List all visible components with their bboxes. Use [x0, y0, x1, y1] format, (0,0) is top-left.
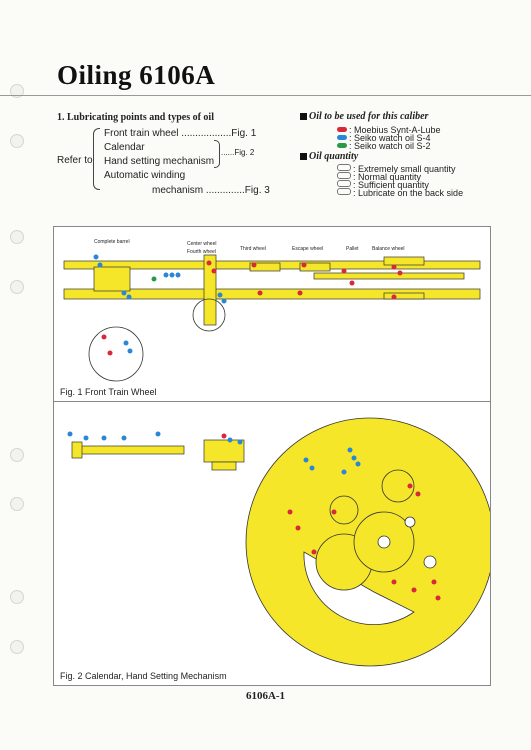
- drop-back-icon: [337, 188, 351, 195]
- qty-extremely-small: : Extremely small quantity: [337, 164, 456, 174]
- label-center-wheel: Center wheel: [187, 241, 216, 247]
- refer-to-label: Refer to: [57, 155, 93, 166]
- label-third-wheel: Third wheel: [240, 246, 266, 252]
- left-brace: [93, 128, 100, 190]
- ref-fig2: ......Fig. 2: [221, 148, 255, 157]
- oil-markers-fig1: [93, 254, 403, 356]
- front-train-diagram: Complete barrel Center wheel Fourth whee…: [63, 239, 481, 382]
- calendar-diagram: [67, 417, 490, 667]
- qty-sufficient: : Sufficient quantity: [337, 180, 429, 190]
- fig2-caption: Fig. 2 Calendar, Hand Setting Mechanism: [60, 671, 227, 681]
- drop-large-icon: [337, 180, 351, 187]
- fig1-caption: Fig. 1 Front Train Wheel: [60, 387, 157, 397]
- label-fourth-wheel: Fourth wheel: [187, 249, 216, 255]
- ref-auto-winding: Automatic winding: [104, 170, 186, 181]
- legend-moebius: : Moebius Synt-A-Lube: [337, 125, 441, 135]
- stem-parts: [71, 439, 245, 471]
- title-divider: [0, 95, 531, 96]
- punch-hole: [10, 230, 24, 244]
- ref-mechanism: mechanism ..............Fig. 3: [152, 185, 270, 196]
- drop-small-icon: [337, 164, 351, 171]
- green-oil-icon: [337, 143, 347, 148]
- qty-back-side: : Lubricate on the back side: [337, 188, 463, 198]
- page-number: 6106A-1: [245, 690, 286, 702]
- right-brace: [214, 140, 220, 168]
- label-balance-wheel: Balance wheel: [372, 246, 405, 252]
- figure-1: Complete barrel Center wheel Fourth whee…: [53, 226, 491, 402]
- punch-hole: [10, 134, 24, 148]
- ref-front-train: Front train wheel ..................Fig.…: [104, 128, 257, 139]
- punch-hole: [10, 448, 24, 462]
- label-complete-barrel: Complete barrel: [94, 239, 130, 245]
- blue-oil-icon: [337, 135, 347, 140]
- movement-plate: [245, 417, 490, 667]
- section-heading: 1. Lubricating points and types of oil: [57, 112, 214, 123]
- label-escape-wheel: Escape wheel: [292, 246, 323, 252]
- train-plates: [63, 254, 481, 326]
- oil-types-heading: Oil to be used for this caliber: [300, 111, 428, 122]
- drop-normal-icon: [337, 172, 351, 179]
- fig1-wheel-labels: Complete barrel Center wheel Fourth whee…: [94, 239, 405, 255]
- punch-hole: [10, 497, 24, 511]
- ref-calendar: Calendar: [104, 142, 145, 153]
- ref-hand-setting: Hand setting mechanism: [104, 156, 215, 167]
- punch-hole: [10, 590, 24, 604]
- label-pallet: Pallet: [346, 246, 359, 252]
- page-title: Oiling 6106A: [57, 60, 216, 90]
- figure-2: Fig. 2 Calendar, Hand Setting Mechanism: [53, 401, 491, 686]
- punch-hole: [10, 84, 24, 98]
- oil-markers-fig2: [67, 431, 441, 601]
- punch-hole: [10, 280, 24, 294]
- detail-circles: [88, 298, 226, 382]
- oil-quantity-heading: Oil quantity: [300, 151, 358, 162]
- punch-hole: [10, 640, 24, 654]
- legend-s2: : Seiko watch oil S-2: [337, 141, 431, 151]
- red-oil-icon: [337, 127, 347, 132]
- legend-s4: : Seiko watch oil S-4: [337, 133, 431, 143]
- qty-normal: : Normal quantity: [337, 172, 421, 182]
